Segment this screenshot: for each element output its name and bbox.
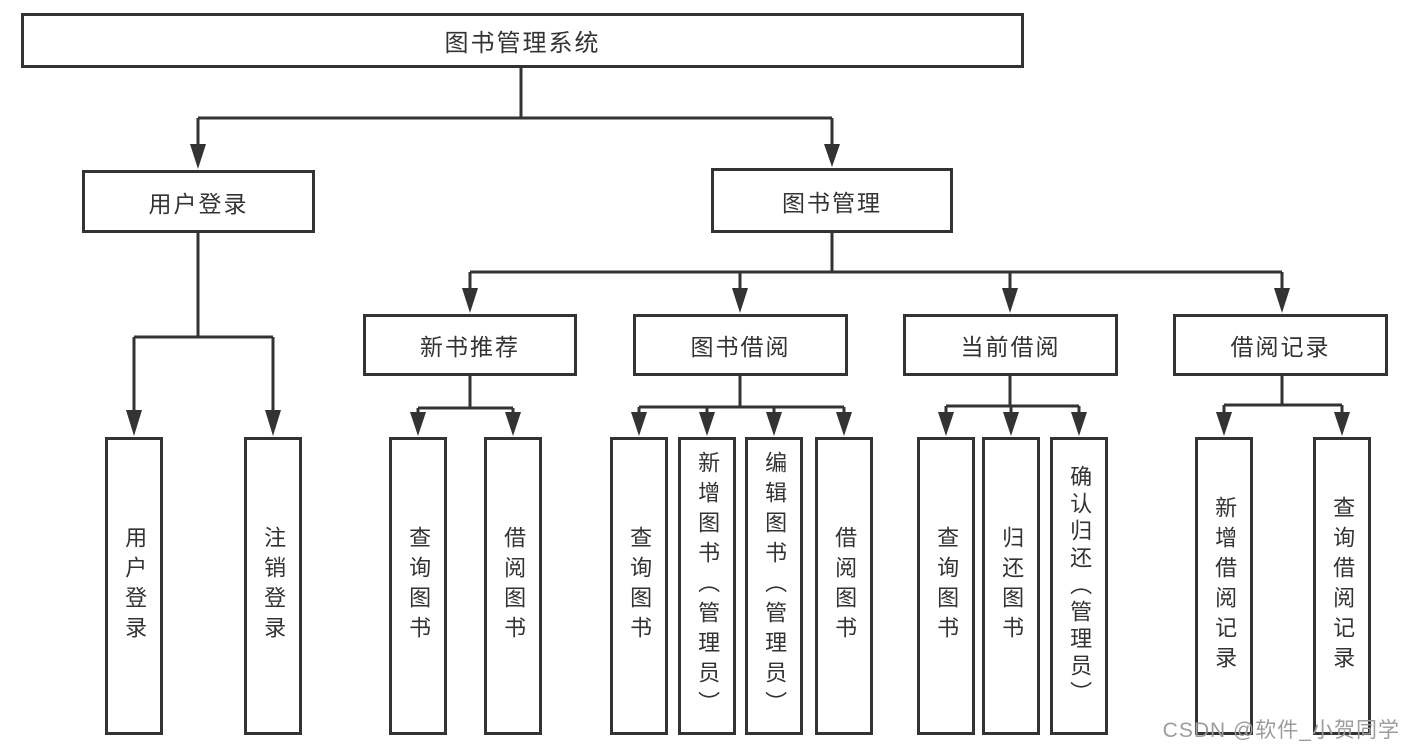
leaf-nb-query-book-label: 查询图书 (406, 526, 432, 646)
leaf-logout: 注销登录 (244, 437, 302, 735)
leaf-cb-return-book: 归还图书 (982, 437, 1040, 735)
node-book-management: 图书管理 (711, 168, 953, 233)
node-root-system: 图书管理系统 (21, 13, 1024, 68)
leaf-cb-return-book-label: 归还图书 (999, 526, 1025, 646)
leaf-bb-borrow-book: 借阅图书 (815, 437, 873, 735)
node-user-login: 用户登录 (82, 170, 315, 233)
node-book-borrow-label: 图书借阅 (690, 334, 791, 360)
csdn-watermark: CSDN @软件_小贺同学 (1162, 719, 1400, 742)
leaf-bb-add-book: 新增图书（管理员） (678, 437, 736, 735)
node-borrow-records-label: 借阅记录 (1230, 334, 1331, 360)
leaf-bb-query-book-label: 查询图书 (627, 526, 653, 646)
leaf-nb-borrow-book: 借阅图书 (484, 437, 542, 735)
leaf-cb-query-book: 查询图书 (917, 437, 975, 735)
leaf-bb-borrow-book-label: 借阅图书 (832, 526, 858, 646)
node-borrow-records: 借阅记录 (1173, 314, 1388, 376)
node-current-borrow: 当前借阅 (903, 314, 1118, 376)
node-book-borrow: 图书借阅 (633, 314, 848, 376)
leaf-user-login-label: 用户登录 (122, 526, 148, 646)
leaf-bb-add-book-label: 新增图书（管理员） (695, 451, 721, 721)
leaf-br-add-record: 新增借阅记录 (1195, 437, 1253, 735)
leaf-bb-edit-book: 编辑图书（管理员） (745, 437, 803, 735)
leaf-br-query-record-label: 查询借阅记录 (1330, 496, 1356, 676)
leaf-cb-query-book-label: 查询图书 (934, 526, 960, 646)
leaf-nb-borrow-book-label: 借阅图书 (501, 526, 527, 646)
node-root-system-label: 图书管理系统 (444, 30, 601, 57)
node-user-login-label: 用户登录 (148, 190, 249, 217)
leaf-bb-edit-book-label: 编辑图书（管理员） (762, 451, 788, 721)
node-current-borrow-label: 当前借阅 (960, 334, 1061, 360)
leaf-logout-label: 注销登录 (261, 526, 287, 646)
node-book-management-label: 图书管理 (782, 189, 882, 216)
leaf-br-add-record-label: 新增借阅记录 (1212, 496, 1238, 676)
leaf-cb-confirm-return: 确认归还（管理员） (1050, 437, 1108, 735)
leaf-cb-confirm-return-label: 确认归还（管理员） (1067, 464, 1093, 708)
leaf-br-query-record: 查询借阅记录 (1313, 437, 1371, 735)
leaf-user-login: 用户登录 (105, 437, 163, 735)
leaf-nb-query-book: 查询图书 (389, 437, 447, 735)
node-new-book-recommend: 新书推荐 (363, 314, 577, 376)
node-new-book-recommend-label: 新书推荐 (420, 334, 520, 360)
leaf-bb-query-book: 查询图书 (610, 437, 668, 735)
